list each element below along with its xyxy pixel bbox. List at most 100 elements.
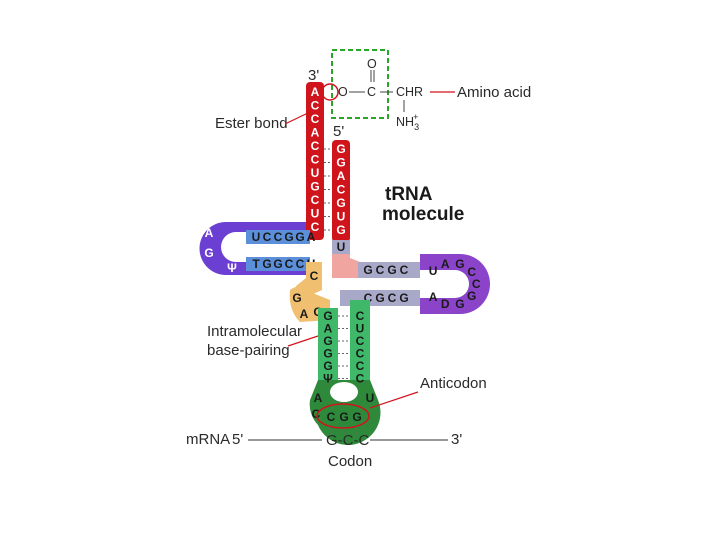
- carbon-atom: C: [367, 85, 376, 99]
- base-dTop-1: C: [263, 230, 272, 244]
- base-tLoop-8: A: [429, 290, 438, 304]
- base-acLeft-3: G: [323, 347, 332, 361]
- base-acLoop-1: C: [312, 407, 321, 421]
- anticodon-stem-left: [318, 308, 338, 400]
- base-acceptor3-7: G: [310, 180, 319, 194]
- nh3-group: NH3+: [396, 112, 419, 132]
- base-tLoop-0: U: [429, 264, 438, 278]
- base-acceptor5-1: G: [336, 156, 345, 170]
- base-acceptor5-5: U: [337, 210, 346, 224]
- base-acceptor3-6: U: [311, 166, 320, 180]
- base-tLoop-4: C: [472, 277, 481, 291]
- base-acBases-1: G: [339, 410, 348, 424]
- base-variable-1: A: [300, 307, 309, 321]
- base-acRight-3: C: [356, 347, 365, 361]
- base-acLeft-5: Ψ: [323, 372, 333, 386]
- t-stem-top: [358, 262, 420, 278]
- base-dTop-4: G: [295, 230, 304, 244]
- title-line1: tRNA: [385, 184, 433, 205]
- base-tTop-2: G: [387, 263, 396, 277]
- ester-bond-circle: [321, 83, 339, 101]
- intramolecular-line2: base-pairing: [207, 342, 290, 359]
- anticodon-loop: [309, 380, 381, 445]
- base-acLeft-0: G: [323, 309, 332, 323]
- base-acRight-5: C: [356, 372, 365, 386]
- amino-acid-box: [331, 49, 389, 119]
- ester-bond-label: Ester bond: [215, 115, 288, 132]
- base-tLoop-5: G: [467, 289, 476, 303]
- d-stem-top: [246, 230, 310, 244]
- ester-oxygen: O: [338, 85, 348, 99]
- base-acceptor3-2: C: [311, 112, 320, 126]
- base-tBottom-2: C: [388, 291, 397, 305]
- d-stem-bottom-bases: TGGCCU: [252, 257, 315, 271]
- base-variable-0: G: [292, 291, 301, 305]
- base-acRight-4: C: [356, 359, 365, 373]
- base-tLoop-1: A: [441, 257, 450, 271]
- codon-label: Codon: [328, 453, 372, 470]
- base-dTop-5: A: [307, 230, 316, 244]
- base-dTop-0: U: [252, 230, 261, 244]
- base-acceptor5-2: A: [337, 169, 346, 183]
- codon-sequence: G-C-C: [326, 432, 369, 449]
- base-dTop-3: G: [284, 230, 293, 244]
- amino-acid-label: Amino acid: [457, 84, 531, 101]
- base-dTop-2: C: [274, 230, 283, 244]
- base-tBottom-1: G: [375, 291, 384, 305]
- base-acceptor5-4: G: [336, 196, 345, 210]
- anticodon-base-pairs: [338, 315, 350, 379]
- t-loop-inner: [420, 270, 469, 298]
- junction-u-base: U: [337, 240, 346, 254]
- mrna-5prime-label: 5': [232, 431, 243, 448]
- base-dBottom-2: G: [273, 257, 282, 271]
- acceptor-stem-5prime: [332, 140, 350, 242]
- base-tBottom-0: C: [364, 291, 373, 305]
- anticodon-stem-right: [350, 300, 370, 400]
- base-acceptor3-5: C: [311, 153, 320, 167]
- base-acceptor3-9: U: [311, 207, 320, 221]
- base-acLeft-2: G: [323, 334, 332, 348]
- base-acBases-2: G: [352, 410, 361, 424]
- base-acRight-1: U: [356, 322, 365, 336]
- carbonyl-oxygen: O: [367, 57, 377, 71]
- base-acLoop-2: U: [366, 391, 375, 405]
- base-tLoop-6: G: [455, 297, 464, 311]
- anticodon-loop-inner: [330, 382, 358, 402]
- base-acceptor3-10: C: [311, 220, 320, 234]
- base-acceptor3-4: C: [311, 139, 320, 153]
- t-stem-bottom: [358, 290, 420, 306]
- base-dLoop-2: Ψ: [227, 261, 237, 275]
- ester-bond-pointer: [284, 111, 311, 125]
- base-tTop-3: C: [400, 263, 409, 277]
- base-tTop-1: C: [376, 263, 385, 277]
- anticodon-loop-bases: AC U: [312, 391, 375, 421]
- base-dLoop-1: G: [204, 246, 213, 260]
- acceptor-base-pairs: [324, 148, 332, 231]
- base-tLoop-3: C: [467, 265, 476, 279]
- five-prime-label: 5': [333, 123, 344, 140]
- anticodon-highlight: [316, 403, 370, 429]
- base-acceptor5-6: G: [336, 223, 345, 237]
- base-dBottom-0: T: [252, 257, 260, 271]
- d-loop-bases: AGΨ: [204, 226, 237, 275]
- base-tLoop-2: G: [455, 257, 464, 271]
- intramolecular-line1: Intramolecular: [207, 323, 302, 340]
- base-tLoop-7: D: [441, 297, 450, 311]
- base-dBottom-3: C: [285, 257, 294, 271]
- base-acceptor3-0: A: [311, 85, 320, 99]
- base-acLeft-1: A: [324, 322, 333, 336]
- base-acLoop-0: A: [314, 391, 323, 405]
- junction-u-box: [332, 240, 350, 254]
- base-acRight-2: C: [356, 334, 365, 348]
- d-stem-bottom: [246, 257, 310, 271]
- base-tTop-0: G: [363, 263, 372, 277]
